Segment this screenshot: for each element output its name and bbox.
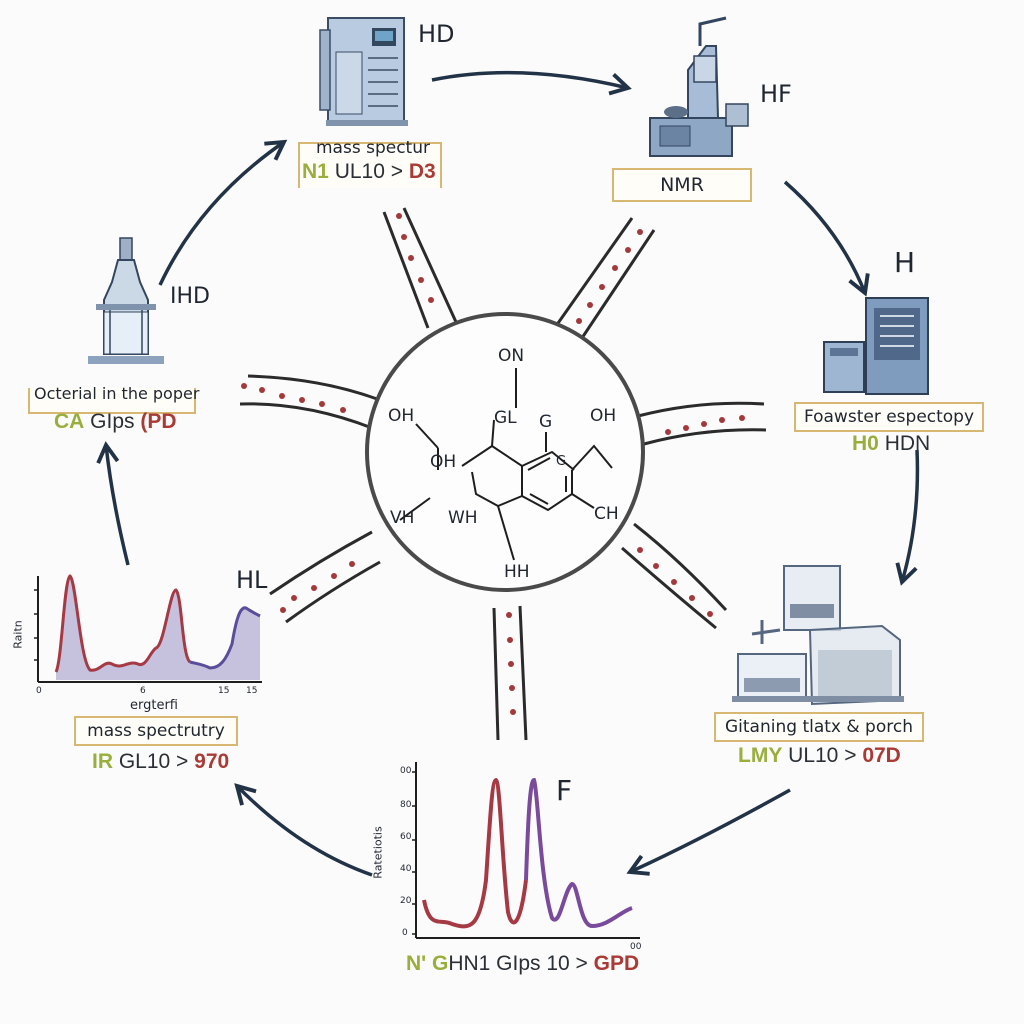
chart-y-tick: 40 bbox=[400, 864, 412, 874]
atom-label: GL bbox=[494, 408, 517, 428]
molecule-bonds bbox=[399, 368, 613, 561]
stage-tag-bottom: F bbox=[556, 774, 573, 807]
tube-top-left-dots bbox=[396, 213, 434, 303]
chart-y-tick: 00 bbox=[400, 766, 412, 776]
cycle-arrow-top bbox=[431, 70, 632, 96]
tube-right-dots bbox=[665, 415, 745, 435]
label-box-right: Foawster espectopy bbox=[794, 402, 984, 432]
code-right: H0 HDN bbox=[852, 432, 930, 456]
code-red: 07D bbox=[862, 744, 901, 767]
tube-top-right bbox=[554, 217, 656, 339]
atom-label: HH bbox=[504, 562, 530, 582]
tube-bottom-right-dots bbox=[637, 547, 713, 617]
label-left: Octerial in the poper bbox=[34, 384, 200, 403]
tube-right bbox=[637, 401, 767, 446]
label-box-nmr: NMR bbox=[612, 168, 752, 202]
refrigerator-icon bbox=[319, 17, 408, 126]
code-green: H0 bbox=[852, 432, 879, 455]
code-dark: HDN bbox=[878, 432, 931, 455]
atom-label: G bbox=[539, 412, 553, 432]
code-green: CA bbox=[54, 410, 85, 433]
code-red: (PD bbox=[140, 410, 177, 433]
atom-label: OH bbox=[590, 406, 617, 426]
molecule-circle bbox=[365, 312, 645, 592]
code-green: LMY bbox=[738, 744, 783, 767]
code-dark: UL10 > bbox=[334, 160, 409, 183]
label-box-bottom-right: Gitaning tlatx & porch bbox=[714, 712, 924, 742]
code-bottom-left: IR GL10 > 970 bbox=[92, 750, 229, 774]
chart-x-tick: 15 bbox=[218, 686, 230, 696]
chart-y-tick: 20 bbox=[400, 896, 412, 906]
server-icon bbox=[823, 297, 929, 395]
tube-top-right-dots bbox=[576, 229, 643, 324]
cycle-arrow-bottom-right bbox=[626, 788, 791, 876]
stage-tag-bottom-left: HL bbox=[236, 566, 268, 594]
stage-tag-top-right: HF bbox=[760, 80, 792, 108]
label-top: mass spectur bbox=[316, 138, 430, 158]
nmr-machine-icon bbox=[649, 16, 749, 157]
tube-left bbox=[239, 374, 381, 430]
stage-tag-left: IHD bbox=[170, 284, 210, 309]
label-box-bottom-left: mass spectrutry bbox=[74, 716, 238, 746]
code-top: N1 UL10 > D3 bbox=[302, 160, 436, 184]
code-bottom: N' GHN1 GIps 10 > GPD bbox=[406, 952, 639, 976]
atom-label: CH bbox=[594, 504, 619, 524]
spectrum-chart-bottom bbox=[412, 762, 640, 939]
chart-x-tick: 15 bbox=[246, 686, 258, 696]
spectrum-chart-left bbox=[34, 574, 262, 683]
cycle-arrow-top-right bbox=[783, 180, 870, 297]
label-box-left bbox=[28, 388, 196, 414]
chart-y-tick: 80 bbox=[400, 800, 412, 810]
cycle-arrow-bottom bbox=[234, 783, 373, 877]
chart-x-tick: 00 bbox=[630, 942, 642, 952]
chart-x-label-left: ergterfi bbox=[130, 698, 178, 713]
code-dark: UL10 > bbox=[782, 744, 863, 767]
atom-label: WH bbox=[448, 508, 478, 528]
chart-x-tick: 0 bbox=[36, 686, 42, 696]
chart-y-label-left: Raitn bbox=[11, 620, 25, 649]
atom-label: ON bbox=[498, 346, 525, 366]
tube-top-left bbox=[382, 207, 458, 329]
code-red: D3 bbox=[408, 160, 436, 183]
code-bottom-right: LMY UL10 > 07D bbox=[738, 744, 901, 768]
tube-left-dots bbox=[241, 383, 346, 413]
stage-tag-top: HD bbox=[418, 20, 455, 48]
tube-bottom-left-dots bbox=[280, 561, 355, 613]
code-dark: GL10 > bbox=[113, 750, 195, 773]
tube-bottom-dots bbox=[506, 612, 516, 715]
code-red: 970 bbox=[194, 750, 230, 773]
tube-bottom-right bbox=[621, 522, 728, 630]
code-red: GPD bbox=[593, 952, 640, 975]
chart-y-label-bottom: Ratetiotis bbox=[371, 826, 385, 879]
code-dark: HN1 GIps 10 > bbox=[448, 952, 594, 975]
chart-y-tick: 0 bbox=[402, 928, 408, 938]
bottle-icon bbox=[88, 237, 164, 364]
code-green: IR bbox=[92, 750, 113, 773]
atom-label: OH bbox=[388, 406, 415, 426]
code-dark: GIps bbox=[84, 410, 141, 433]
code-green: N1 bbox=[302, 160, 329, 183]
atom-label: VH bbox=[390, 508, 415, 528]
atom-label: G bbox=[556, 454, 567, 469]
atom-label: OH bbox=[430, 452, 457, 472]
chart-x-tick: 6 bbox=[140, 686, 146, 696]
label-box-top bbox=[298, 142, 442, 188]
cycle-arrow-left bbox=[96, 441, 130, 566]
code-green: N' G bbox=[406, 952, 449, 975]
code-left: CA GIps (PD bbox=[54, 410, 177, 434]
chart-y-tick: 60 bbox=[400, 832, 412, 842]
tube-bottom bbox=[492, 605, 528, 741]
cycle-arrow-top-left bbox=[158, 139, 288, 286]
glass-chamber-icon bbox=[732, 565, 904, 706]
stage-tag-right: H bbox=[894, 246, 916, 279]
cycle-arrow-right bbox=[895, 449, 920, 586]
tube-bottom-left bbox=[269, 530, 381, 624]
